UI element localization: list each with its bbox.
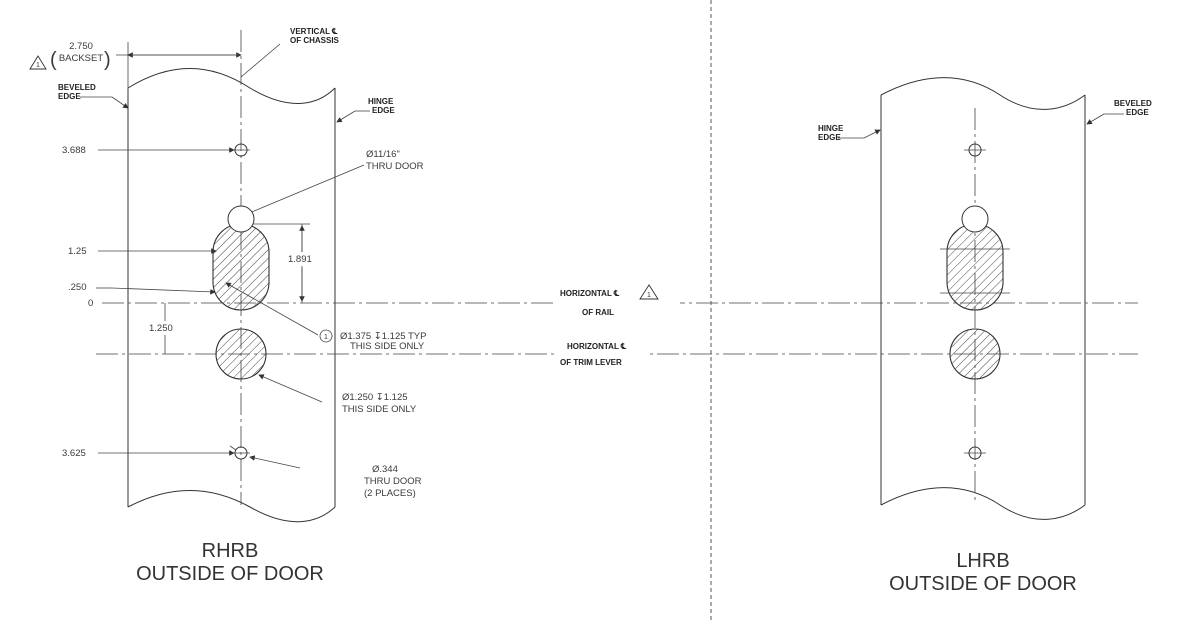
hole-11-16	[227, 205, 255, 233]
lhrb-hatched-slot	[946, 223, 1004, 311]
small-hole-arrow-a	[229, 445, 237, 451]
dim-1891: 1.891	[288, 254, 312, 265]
paren-right: )	[104, 49, 111, 71]
note-small-3: (2 PLACES)	[364, 488, 416, 499]
slot-leader	[225, 282, 319, 336]
lhrb-title-2: OUTSIDE OF DOOR	[889, 573, 1077, 595]
lhrb-hatched-round-hole	[949, 328, 1001, 380]
hatched-slot	[212, 223, 270, 311]
rhrb-title-2: OUTSIDE OF DOOR	[136, 563, 324, 585]
horiz-trim-label-1: HORIZONTAL ℄	[567, 342, 627, 351]
note-mark-circle	[319, 329, 333, 343]
lhrb-view: HINGE EDGE BEVELED EDGE LHRB OUTSIDE OF …	[818, 77, 1152, 595]
beveled-edge-label-1: BEVELED	[58, 83, 96, 92]
lhrb-title-1: LHRB	[956, 550, 1009, 572]
lhrb-beveled-label-2: EDGE	[1126, 108, 1149, 117]
lhrb-hinge-label-2: EDGE	[818, 133, 841, 142]
hinge-edge-label-1: HINGE	[368, 97, 394, 106]
lhrb-beveled-leader	[1086, 113, 1105, 125]
note-hole-top-2: THRU DOOR	[366, 161, 424, 172]
note-small-2: THRU DOOR	[364, 476, 422, 487]
lhrb-beveled-label-1: BEVELED	[1114, 99, 1152, 108]
dim-250: .250	[68, 282, 87, 293]
rev-triangle-icon	[29, 55, 47, 70]
dim-125: 1.25	[68, 246, 87, 257]
backset-value: 2.750	[69, 41, 93, 52]
round-leader	[258, 374, 323, 403]
horiz-rail-label-2: OF RAIL	[582, 308, 614, 317]
vertical-cl-label-2: OF CHASSIS	[290, 36, 340, 45]
horiz-trim-label-2: OF TRIM LEVER	[560, 358, 622, 367]
rhrb-view: 1 ( ) 2.750 BACKSET VERTICAL ℄ OF CHASSI…	[29, 27, 426, 585]
lhrb-hinge-label-1: HINGE	[818, 124, 844, 133]
hole-top-leader	[246, 164, 365, 215]
dim-3688: 3.688	[62, 145, 86, 156]
hinge-leader	[336, 110, 356, 123]
note-slot-mark: 1	[324, 334, 328, 341]
vcl-leader	[240, 43, 281, 78]
rev-mark-1: 1	[36, 62, 40, 69]
note-slot-2: THIS SIDE ONLY	[350, 341, 425, 352]
rhrb-door-outline	[127, 68, 336, 523]
backset-label: BACKSET	[59, 53, 104, 64]
hinge-edge-label-2: EDGE	[372, 106, 395, 115]
paren-left: (	[50, 49, 57, 71]
horiz-rail-label-1: HORIZONTAL ℄	[560, 289, 620, 298]
small-hole-leader	[249, 455, 301, 469]
lhrb-door-outline	[880, 77, 1086, 520]
dim-1250: 1.250	[149, 323, 173, 334]
dim-0: 0	[88, 298, 93, 309]
beveled-edge-label-2: EDGE	[58, 92, 81, 101]
horiz-rail-mark: 1	[647, 292, 651, 299]
note-hole-top-1: Ø11/16"	[366, 149, 400, 160]
vertical-cl-label-1: VERTICAL ℄	[290, 27, 338, 36]
note-round-2: THIS SIDE ONLY	[342, 404, 417, 415]
lhrb-hinge-leader	[863, 129, 881, 139]
note-round-1: Ø1.250 ↧1.125	[342, 392, 408, 403]
dim-3625: 3.625	[62, 448, 86, 459]
rev-triangle-rail-icon	[639, 284, 659, 300]
note-slot-1: Ø1.375 ↧1.125 TYP	[340, 331, 426, 342]
note-small-1: Ø.344	[372, 464, 398, 475]
rhrb-title-1: RHRB	[202, 540, 259, 562]
beveled-leader	[111, 96, 129, 109]
dim-250-leader	[111, 287, 216, 295]
lhrb-hole-11-16	[961, 205, 989, 233]
